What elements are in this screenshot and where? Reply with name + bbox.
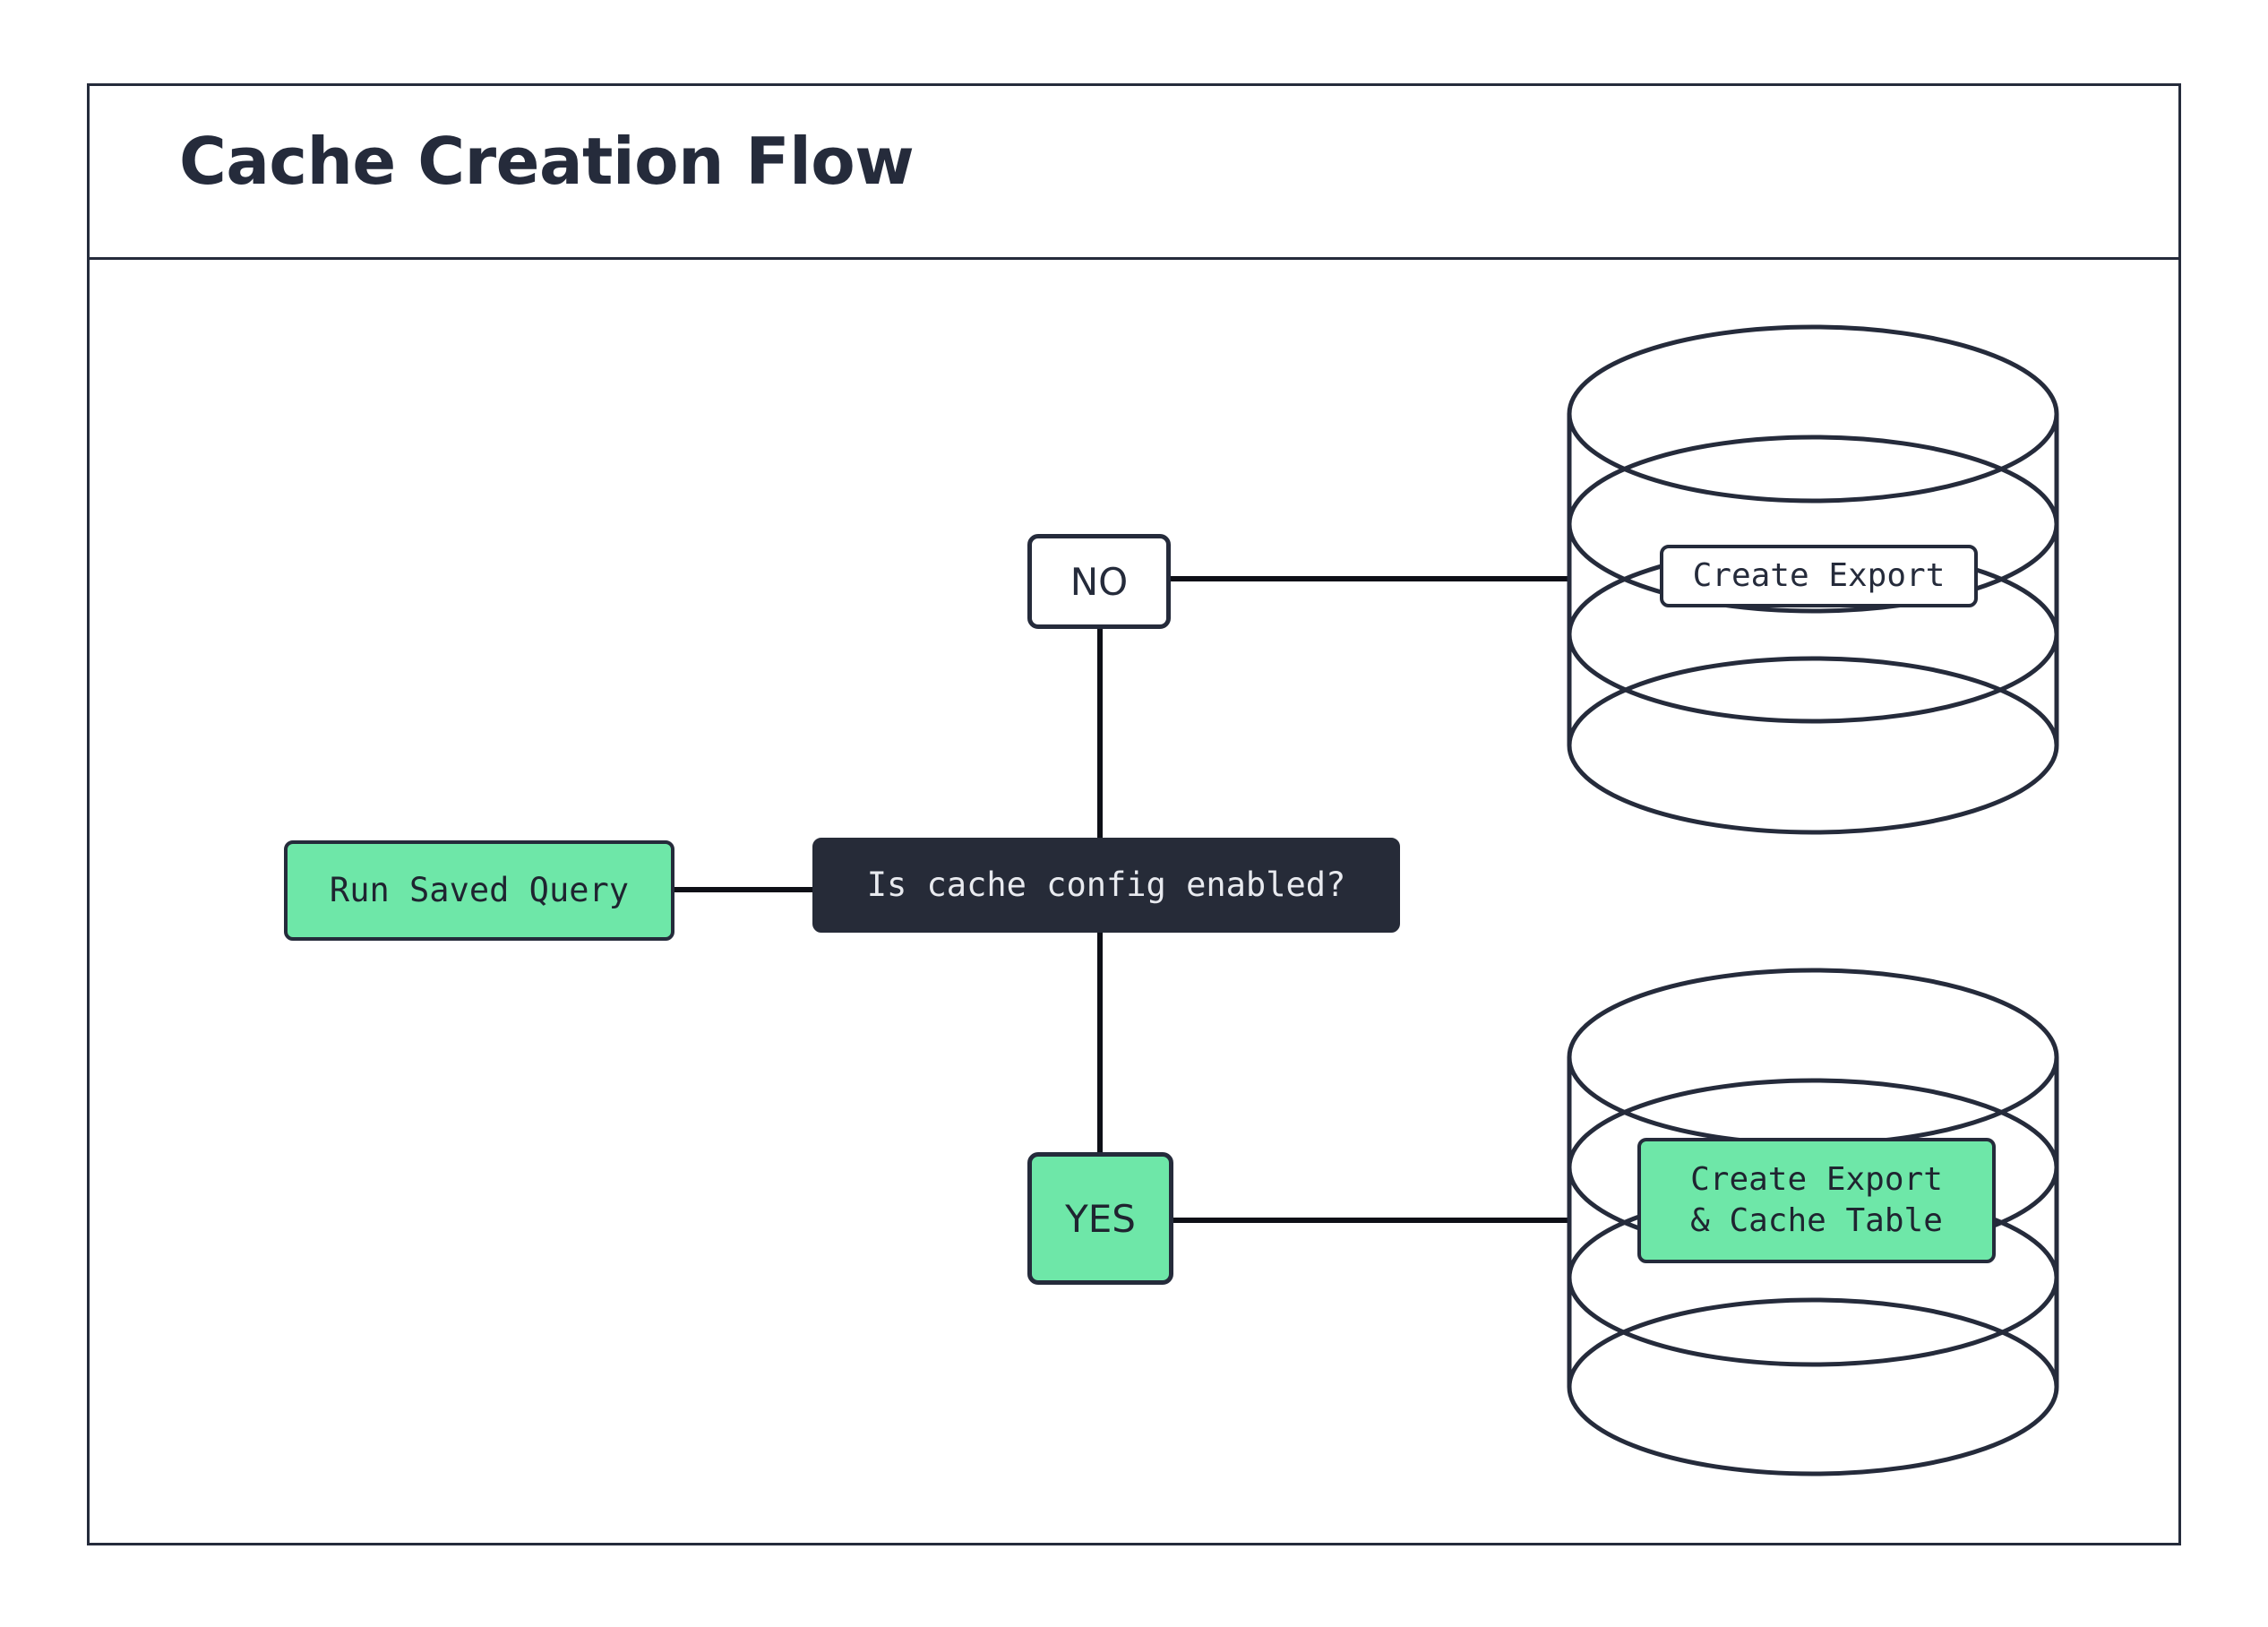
node-decision-is-cache-config-enabled[interactable]: Is cache config enabled? [812, 838, 1400, 933]
node-label-create-export-and-cache-table[interactable]: Create Export & Cache Table [1637, 1138, 1996, 1263]
page-title: Cache Creation Flow [179, 124, 915, 199]
node-run-saved-query[interactable]: Run Saved Query [284, 840, 674, 941]
diagram-header [87, 83, 2181, 260]
edge-label-no[interactable]: NO [1027, 534, 1171, 629]
node-label-create-export[interactable]: Create Export [1660, 545, 1978, 607]
edge-label-yes[interactable]: YES [1027, 1152, 1173, 1285]
diagram-frame [87, 83, 2181, 1545]
